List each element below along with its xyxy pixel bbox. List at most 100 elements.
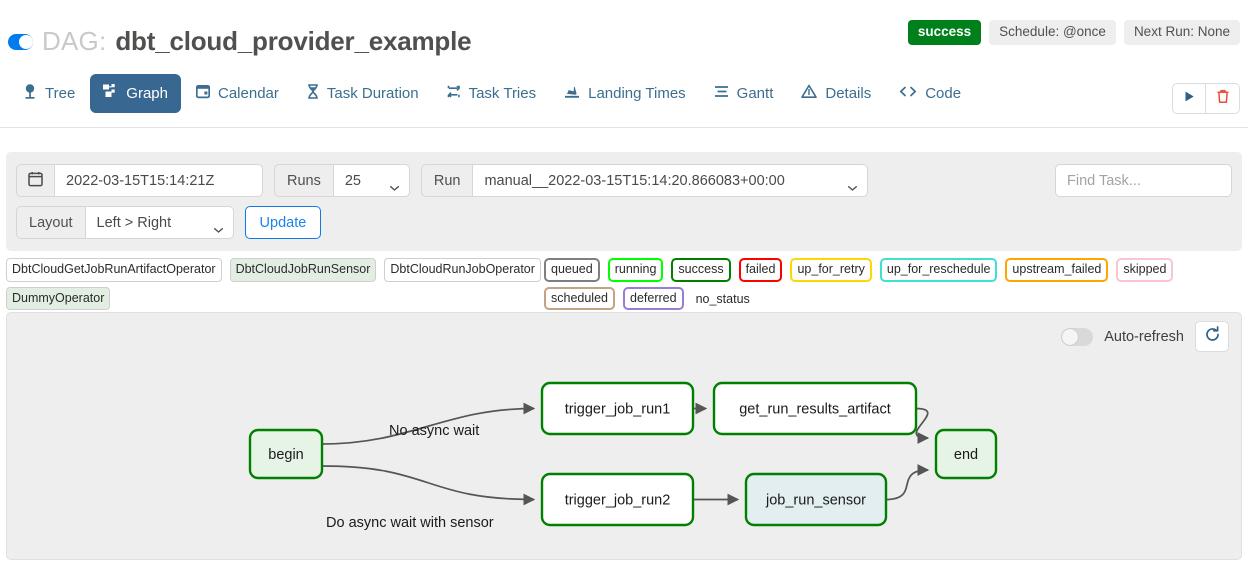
node-label: trigger_job_run1 — [565, 402, 671, 418]
refresh-button[interactable] — [1195, 321, 1229, 352]
operator-chip[interactable]: DbtCloudRunJobOperator — [384, 258, 541, 282]
edge-label: No async wait — [389, 423, 479, 439]
node-box[interactable] — [934, 428, 998, 480]
tab-label: Gantt — [736, 85, 774, 102]
graph-edge — [321, 465, 536, 506]
header-badges: success Schedule: @once Next Run: None — [907, 20, 1240, 45]
filter-panel: 2022-03-15T15:14:21Z Runs 25 Run manual_… — [6, 152, 1242, 251]
status-chip[interactable]: queued — [544, 258, 600, 282]
graph-edge-labels: No async wait Do async wait with sensor — [326, 423, 494, 531]
find-task-input[interactable]: Find Task... — [1055, 164, 1232, 197]
no-status-label: no_status — [695, 291, 750, 306]
chevron-down-icon — [848, 179, 858, 191]
tab-details[interactable]: Details — [788, 74, 884, 113]
gantt-icon — [714, 84, 729, 103]
graph-toolbar: Auto-refresh — [1061, 321, 1229, 352]
base-date-input[interactable]: 2022-03-15T15:14:21Z — [55, 164, 263, 197]
status-chip[interactable]: running — [607, 258, 664, 282]
dag-pause-toggle-icon[interactable] — [8, 33, 33, 50]
graph-nodes: begin trigger_job_run1 get_run_results_art… — [248, 381, 998, 527]
tab-gantt[interactable]: Gantt — [701, 74, 787, 113]
node-label: trigger_job_run2 — [565, 493, 671, 509]
page-header: DAG: dbt_cloud_provider_example success … — [0, 0, 1248, 70]
tab-tree[interactable]: Tree — [10, 74, 88, 113]
tab-label: Task Tries — [468, 85, 537, 102]
tab-label: Task Duration — [326, 85, 419, 102]
dag-graph-canvas[interactable]: begin trigger_job_run1 get_run_results_art… — [7, 313, 1241, 559]
next-run-badge: Next Run: None — [1123, 20, 1240, 45]
tab-landing-times[interactable]: Landing Times — [551, 74, 699, 113]
tab-label: Details — [825, 85, 872, 102]
auto-refresh-toggle[interactable] — [1061, 327, 1094, 346]
chevron-down-icon — [389, 179, 399, 191]
update-button[interactable]: Update — [244, 206, 322, 239]
tab-label: Code — [925, 85, 962, 102]
tab-task-tries[interactable]: Task Tries — [434, 74, 550, 113]
dag-run-select[interactable]: manual__2022-03-15T15:14:20.866083+00:00 — [473, 164, 869, 197]
operator-chip[interactable]: DummyOperator — [6, 286, 111, 310]
num-runs-select[interactable]: 25 — [333, 164, 410, 197]
graph-node[interactable]: job_run_sensor — [744, 472, 888, 527]
operator-chip[interactable]: DbtCloudJobRunSensor — [229, 258, 377, 282]
status-chip[interactable]: deferred — [623, 286, 684, 310]
num-runs-value: 25 — [344, 172, 361, 189]
code-icon — [899, 84, 917, 103]
node-label: get_run_results_artifact — [739, 402, 891, 418]
status-chip[interactable]: up_for_reschedule — [879, 258, 998, 282]
status-chip[interactable]: success — [671, 258, 731, 282]
tab-label: Calendar — [218, 85, 279, 102]
graph-node[interactable]: trigger_job_run1 — [540, 381, 695, 436]
tab-task-duration[interactable]: Task Duration — [294, 74, 432, 113]
node-box[interactable] — [540, 381, 695, 436]
legend: DbtCloudGetJobRunArtifactOperator DbtClou… — [6, 258, 1242, 310]
status-chip[interactable]: failed — [738, 258, 783, 282]
tab-code[interactable]: Code — [886, 74, 974, 113]
graph-node[interactable]: trigger_job_run2 — [540, 472, 695, 527]
trigger-dag-button[interactable] — [1172, 83, 1206, 114]
tab-label: Tree — [45, 85, 76, 102]
refresh-icon — [1204, 325, 1221, 348]
graph-node[interactable]: begin — [248, 428, 324, 480]
status-badge: success — [907, 20, 982, 45]
calendar-button[interactable] — [16, 164, 55, 197]
node-box[interactable] — [712, 381, 918, 436]
operator-chip[interactable]: DbtCloudGetJobRunArtifactOperator — [6, 258, 222, 282]
tab-calendar[interactable]: Calendar — [183, 74, 292, 113]
base-date-group: 2022-03-15T15:14:21Z — [16, 164, 263, 197]
dag-actions — [1172, 83, 1240, 114]
status-chip[interactable]: up_for_retry — [790, 258, 872, 282]
graph-node[interactable]: get_run_results_artifact — [712, 381, 918, 436]
layout-value: Left > Right — [96, 214, 172, 231]
layout-label: Layout — [16, 206, 86, 239]
tab-label: Landing Times — [588, 85, 686, 102]
graph-icon — [103, 84, 118, 103]
play-icon — [1183, 90, 1196, 108]
node-box[interactable] — [744, 472, 888, 527]
node-label: job_run_sensor — [765, 493, 866, 509]
status-chip[interactable]: scheduled — [544, 286, 615, 310]
graph-node[interactable]: end — [934, 428, 998, 480]
node-box[interactable] — [540, 472, 695, 527]
filter-row-top: 2022-03-15T15:14:21Z Runs 25 Run manual_… — [16, 164, 1232, 197]
node-box[interactable] — [248, 428, 324, 480]
status-chip[interactable]: upstream_failed — [1005, 258, 1109, 282]
edge-label: Do async wait with sensor — [326, 515, 494, 531]
status-chip[interactable]: skipped — [1116, 258, 1174, 282]
hourglass-icon — [307, 84, 319, 103]
view-tabs: Tree Graph Calendar Task Duration Task T — [10, 74, 974, 113]
tab-graph[interactable]: Graph — [90, 74, 181, 113]
runs-label: Runs — [274, 164, 334, 197]
schedule-badge[interactable]: Schedule: @once — [989, 20, 1116, 45]
delete-dag-button[interactable] — [1206, 83, 1240, 114]
calendar-icon — [28, 171, 43, 191]
chevron-down-icon — [213, 221, 223, 233]
status-legend: queued running success failed up_for_retry up… — [544, 258, 1242, 310]
graph-edge — [321, 402, 536, 445]
layout-select[interactable]: Left > Right — [85, 206, 234, 239]
graph-panel: Auto-refresh begin trigger_job_run1 get_ru… — [6, 312, 1242, 560]
run-group: Run manual__2022-03-15T15:14:20.866083+0… — [420, 164, 869, 197]
run-label: Run — [420, 164, 474, 197]
calendar-icon — [195, 84, 211, 103]
runs-group: Runs 25 — [274, 164, 410, 197]
graph-edge — [885, 464, 930, 501]
